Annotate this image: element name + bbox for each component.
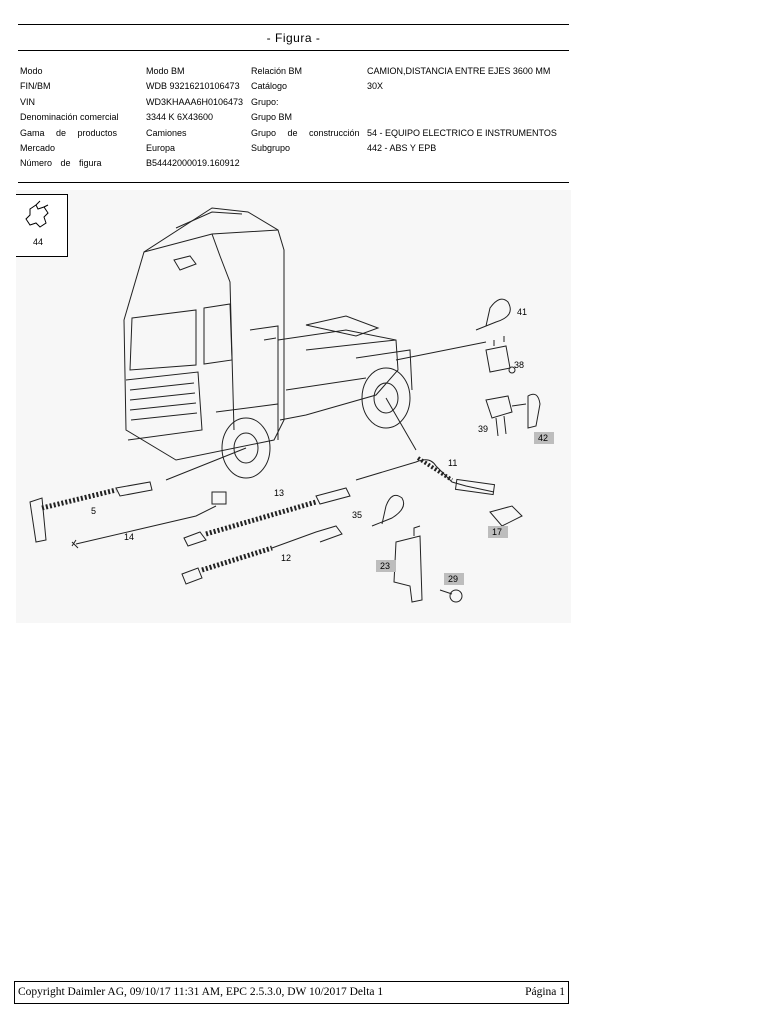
meta-bottom-rule <box>18 182 569 183</box>
meta-values-right: CAMION,DISTANCIA ENTRE EJES 3600 MM 30X … <box>367 64 557 156</box>
part-label-38: 38 <box>514 360 524 370</box>
meta-labels-left: Modo FIN/BM VIN Denominación comercial G… <box>20 64 119 172</box>
part-label-11: 11 <box>448 458 457 468</box>
meta-value: 3344 K 6X43600 <box>146 112 214 123</box>
meta-label: Denominación comercial <box>20 112 119 123</box>
meta-value: B54442000019.160912 <box>146 158 240 169</box>
title-underline-rule <box>18 50 569 51</box>
parts-figure: 41 38 39 42 11 17 35 29 23 5 14 13 12 <box>16 190 571 623</box>
part-label-box <box>376 560 396 572</box>
part-label-29: 29 <box>448 574 458 584</box>
truck-cab-illustration <box>123 207 413 479</box>
top-rule <box>18 24 569 25</box>
truck-parts-diagram: 41 38 39 42 11 17 35 29 23 5 14 13 12 <box>29 207 554 603</box>
meta-label: Subgrupo <box>251 142 291 153</box>
meta-value: Camiones <box>146 127 187 138</box>
meta-values-left: Modo BM WDB 93216210106473 WD3KHAAA6H010… <box>146 64 243 172</box>
meta-label: Grupo de construcción <box>251 127 360 138</box>
meta-label: FIN/BM <box>20 81 51 92</box>
part-label-17: 17 <box>492 527 502 537</box>
part-label-41: 41 <box>517 307 527 317</box>
footer-copyright: Copyright Daimler AG, 09/10/17 11:31 AM,… <box>18 986 384 998</box>
part-label-box <box>488 526 508 538</box>
part-label-14: 14 <box>124 532 134 542</box>
meta-value: 30X <box>367 81 384 92</box>
meta-value <box>367 110 557 125</box>
meta-label: Grupo: <box>251 96 279 107</box>
meta-label: Número de figura <box>20 158 102 169</box>
figure-group-icon-box[interactable]: 44 <box>16 194 68 257</box>
meta-value: Modo BM <box>146 66 185 76</box>
footer-page-number: Página 1 <box>525 986 565 998</box>
part-label-13: 13 <box>274 488 284 498</box>
meta-label: Mercado <box>20 142 56 153</box>
meta-value <box>367 95 557 110</box>
part-label-box <box>444 573 464 585</box>
part-label-42: 42 <box>538 433 548 443</box>
meta-labels-right: Relación BM Catálogo Grupo: Grupo BM Gru… <box>251 64 360 156</box>
meta-label: Grupo BM <box>251 112 293 123</box>
meta-label: Modo <box>20 66 43 76</box>
puzzle-icon <box>25 200 49 228</box>
meta-value: WD3KHAAA6H0106473 <box>146 96 244 107</box>
part-label-39: 39 <box>478 424 488 434</box>
meta-value: 442 - ABS Y EPB <box>367 142 437 153</box>
meta-label: Relación BM <box>251 66 303 76</box>
page-footer: Copyright Daimler AG, 09/10/17 11:31 AM,… <box>14 981 569 1004</box>
meta-value: CAMION,DISTANCIA ENTRE EJES 3600 MM <box>367 66 551 76</box>
meta-value: WDB 93216210106473 <box>146 81 240 92</box>
meta-label: VIN <box>20 96 36 107</box>
part-label-12: 12 <box>281 553 291 563</box>
part-label-box <box>534 432 554 444</box>
meta-label: Gama de productos <box>20 127 118 138</box>
part-label-35: 35 <box>352 510 362 520</box>
meta-label: Catálogo <box>251 81 288 92</box>
figure-group-number: 44 <box>32 237 43 247</box>
page-title: - Figura - <box>266 31 321 45</box>
part-label-5: 5 <box>91 506 96 516</box>
meta-value: 54 - EQUIPO ELECTRICO E INSTRUMENTOS <box>367 127 557 138</box>
part-label-23: 23 <box>380 561 390 571</box>
meta-value: Europa <box>146 142 176 153</box>
